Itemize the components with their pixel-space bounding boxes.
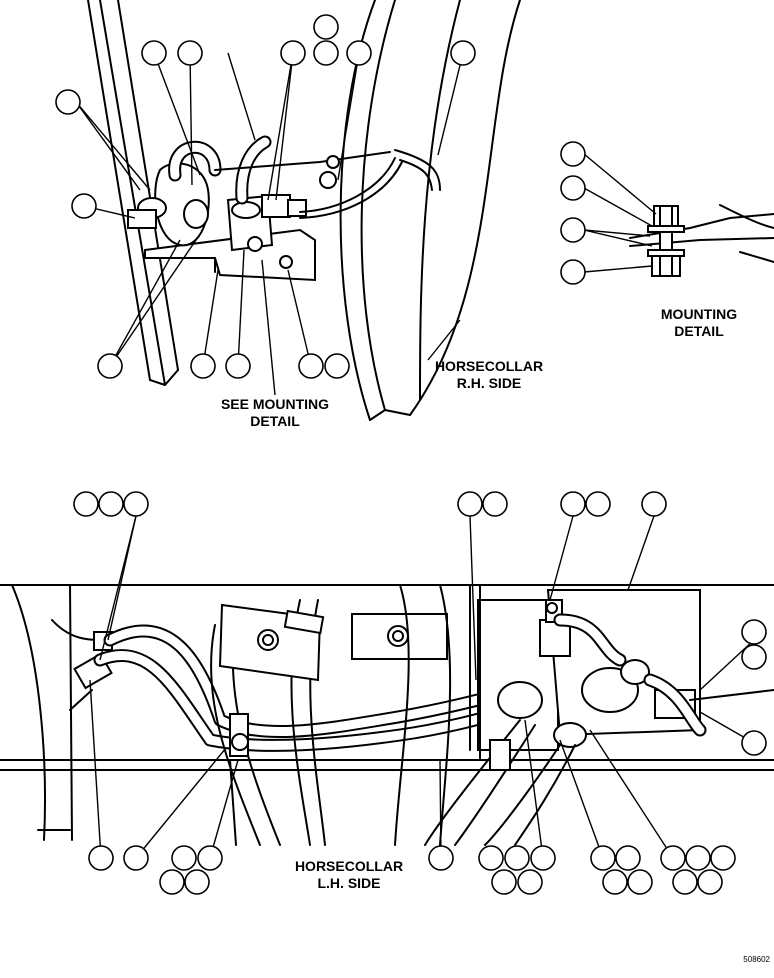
- callout-bubble: [324, 353, 350, 379]
- callout-bubble: [560, 217, 586, 243]
- callout-bubble: [590, 845, 616, 871]
- callout-bubble: [457, 491, 483, 517]
- callout-bubble: [585, 491, 611, 517]
- rh-side-label-line2: R.H. SIDE: [457, 375, 522, 391]
- callout-bubble: [428, 845, 454, 871]
- see-mounting-label-line1: SEE MOUNTING: [221, 396, 329, 412]
- callout-bubble: [560, 175, 586, 201]
- callout-bubble: [672, 869, 698, 895]
- lh-side-view: [0, 584, 774, 846]
- see-mounting-label-line2: DETAIL: [250, 413, 300, 429]
- lh-side-label-line1: HORSECOLLAR: [295, 858, 403, 874]
- callout-bubble: [346, 40, 372, 66]
- callout-bubble: [685, 845, 711, 871]
- callout-bubble: [560, 259, 586, 285]
- callout-bubble: [641, 491, 667, 517]
- lh-side-label-line2: L.H. SIDE: [317, 875, 380, 891]
- callout-bubble: [450, 40, 476, 66]
- callout-bubble: [123, 491, 149, 517]
- rh-side-label-line1: HORSECOLLAR: [435, 358, 543, 374]
- callout-bubble: [98, 491, 124, 517]
- callout-bubble: [602, 869, 628, 895]
- callout-bubble: [491, 869, 517, 895]
- rh-side-callouts: [55, 14, 476, 379]
- callout-bubble: [97, 353, 123, 379]
- callout-bubble: [190, 353, 216, 379]
- lh-side-callout-leaders: [89, 515, 755, 859]
- callout-bubble: [73, 491, 99, 517]
- callout-bubble: [225, 353, 251, 379]
- callout-bubble: [177, 40, 203, 66]
- mounting-detail-label-line1: MOUNTING: [661, 306, 737, 322]
- callout-bubble: [71, 193, 97, 219]
- callout-bubble: [482, 491, 508, 517]
- callout-bubble: [697, 869, 723, 895]
- drawing-number: 508602: [743, 955, 770, 964]
- callout-bubble: [560, 141, 586, 167]
- callout-bubble: [530, 845, 556, 871]
- callout-bubble: [298, 353, 324, 379]
- callout-bubble: [184, 869, 210, 895]
- callout-bubble: [741, 619, 767, 645]
- rh-side-callout-leaders: [75, 52, 464, 367]
- callout-bubble: [141, 40, 167, 66]
- callout-bubble: [280, 40, 306, 66]
- callout-bubble: [197, 845, 223, 871]
- mounting-detail-label-line2: DETAIL: [674, 323, 724, 339]
- callout-bubble: [741, 644, 767, 670]
- callout-bubble: [313, 14, 339, 40]
- rh-side-view: [87, 0, 521, 421]
- callout-bubble: [478, 845, 504, 871]
- callout-bubble: [88, 845, 114, 871]
- callout-bubble: [504, 845, 530, 871]
- callout-bubble: [55, 89, 81, 115]
- callout-bubble: [660, 845, 686, 871]
- callout-bubble: [159, 869, 185, 895]
- callout-bubble: [123, 845, 149, 871]
- mounting-detail-leaders: [583, 153, 657, 273]
- callout-bubble: [313, 40, 339, 66]
- callout-bubble: [710, 845, 736, 871]
- callout-bubble: [615, 845, 641, 871]
- callout-bubble: [627, 869, 653, 895]
- callout-bubble: [741, 730, 767, 756]
- callout-bubble: [171, 845, 197, 871]
- callout-bubble: [560, 491, 586, 517]
- callout-bubble: [517, 869, 543, 895]
- lh-side-callouts: [73, 491, 767, 895]
- mounting-detail-callouts: [560, 141, 586, 285]
- mounting-detail-view: [629, 204, 774, 277]
